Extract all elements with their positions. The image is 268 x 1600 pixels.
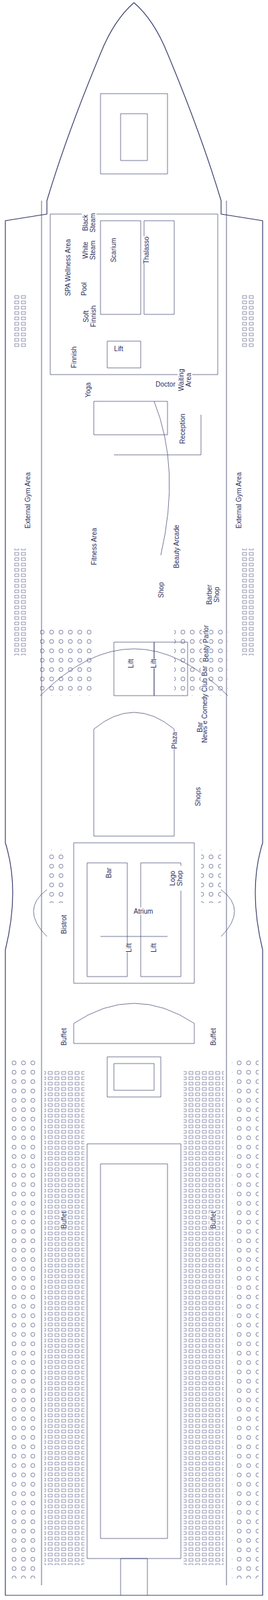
room-label: White Steam xyxy=(81,238,97,264)
room-label: Beauty Arcade xyxy=(172,525,181,569)
room-label: Lift xyxy=(150,659,158,669)
room-label: Reception xyxy=(178,414,187,445)
room-label: Plaza xyxy=(170,732,179,750)
room-label: Soft Finnish xyxy=(82,306,98,328)
room-label: Logo Shop xyxy=(168,867,184,893)
room-label: Waiting Area xyxy=(177,368,193,394)
room-label: Bar xyxy=(196,722,204,734)
room-label: Lift xyxy=(113,345,123,354)
room-label: Thalasso xyxy=(142,237,151,265)
room-label: Scarium xyxy=(109,238,118,264)
room-label: Fitness Area xyxy=(90,528,98,567)
room-label: Buffet xyxy=(60,1029,68,1048)
room-label: Barber Shop xyxy=(205,583,221,609)
room-label: Lift xyxy=(127,659,135,669)
room-label: Pool xyxy=(80,282,88,297)
room-label: Yoga xyxy=(84,383,92,398)
room-label: Lift xyxy=(150,944,158,954)
room-label: Beaty Parlor xyxy=(202,625,210,663)
room-label: Buffet xyxy=(209,1213,218,1231)
room-label: Bar xyxy=(105,868,113,880)
room-label: Finnish xyxy=(70,347,78,369)
room-label: Shops xyxy=(194,788,202,808)
room-label: Black Steam xyxy=(81,211,97,236)
room-label: Doctor xyxy=(155,381,175,389)
room-label: Shop xyxy=(157,582,165,599)
room-label: Bistrot xyxy=(60,916,68,936)
room-label: Buffet xyxy=(60,1213,68,1231)
room-label: Buffet xyxy=(209,1029,218,1048)
room-label: Atrium xyxy=(134,909,154,917)
room-label: Lift xyxy=(125,944,133,954)
room-label: External Gym Area xyxy=(235,473,243,530)
room-label: SPA Wellness Area xyxy=(64,239,72,297)
room-label: External Gym Area xyxy=(24,473,32,530)
